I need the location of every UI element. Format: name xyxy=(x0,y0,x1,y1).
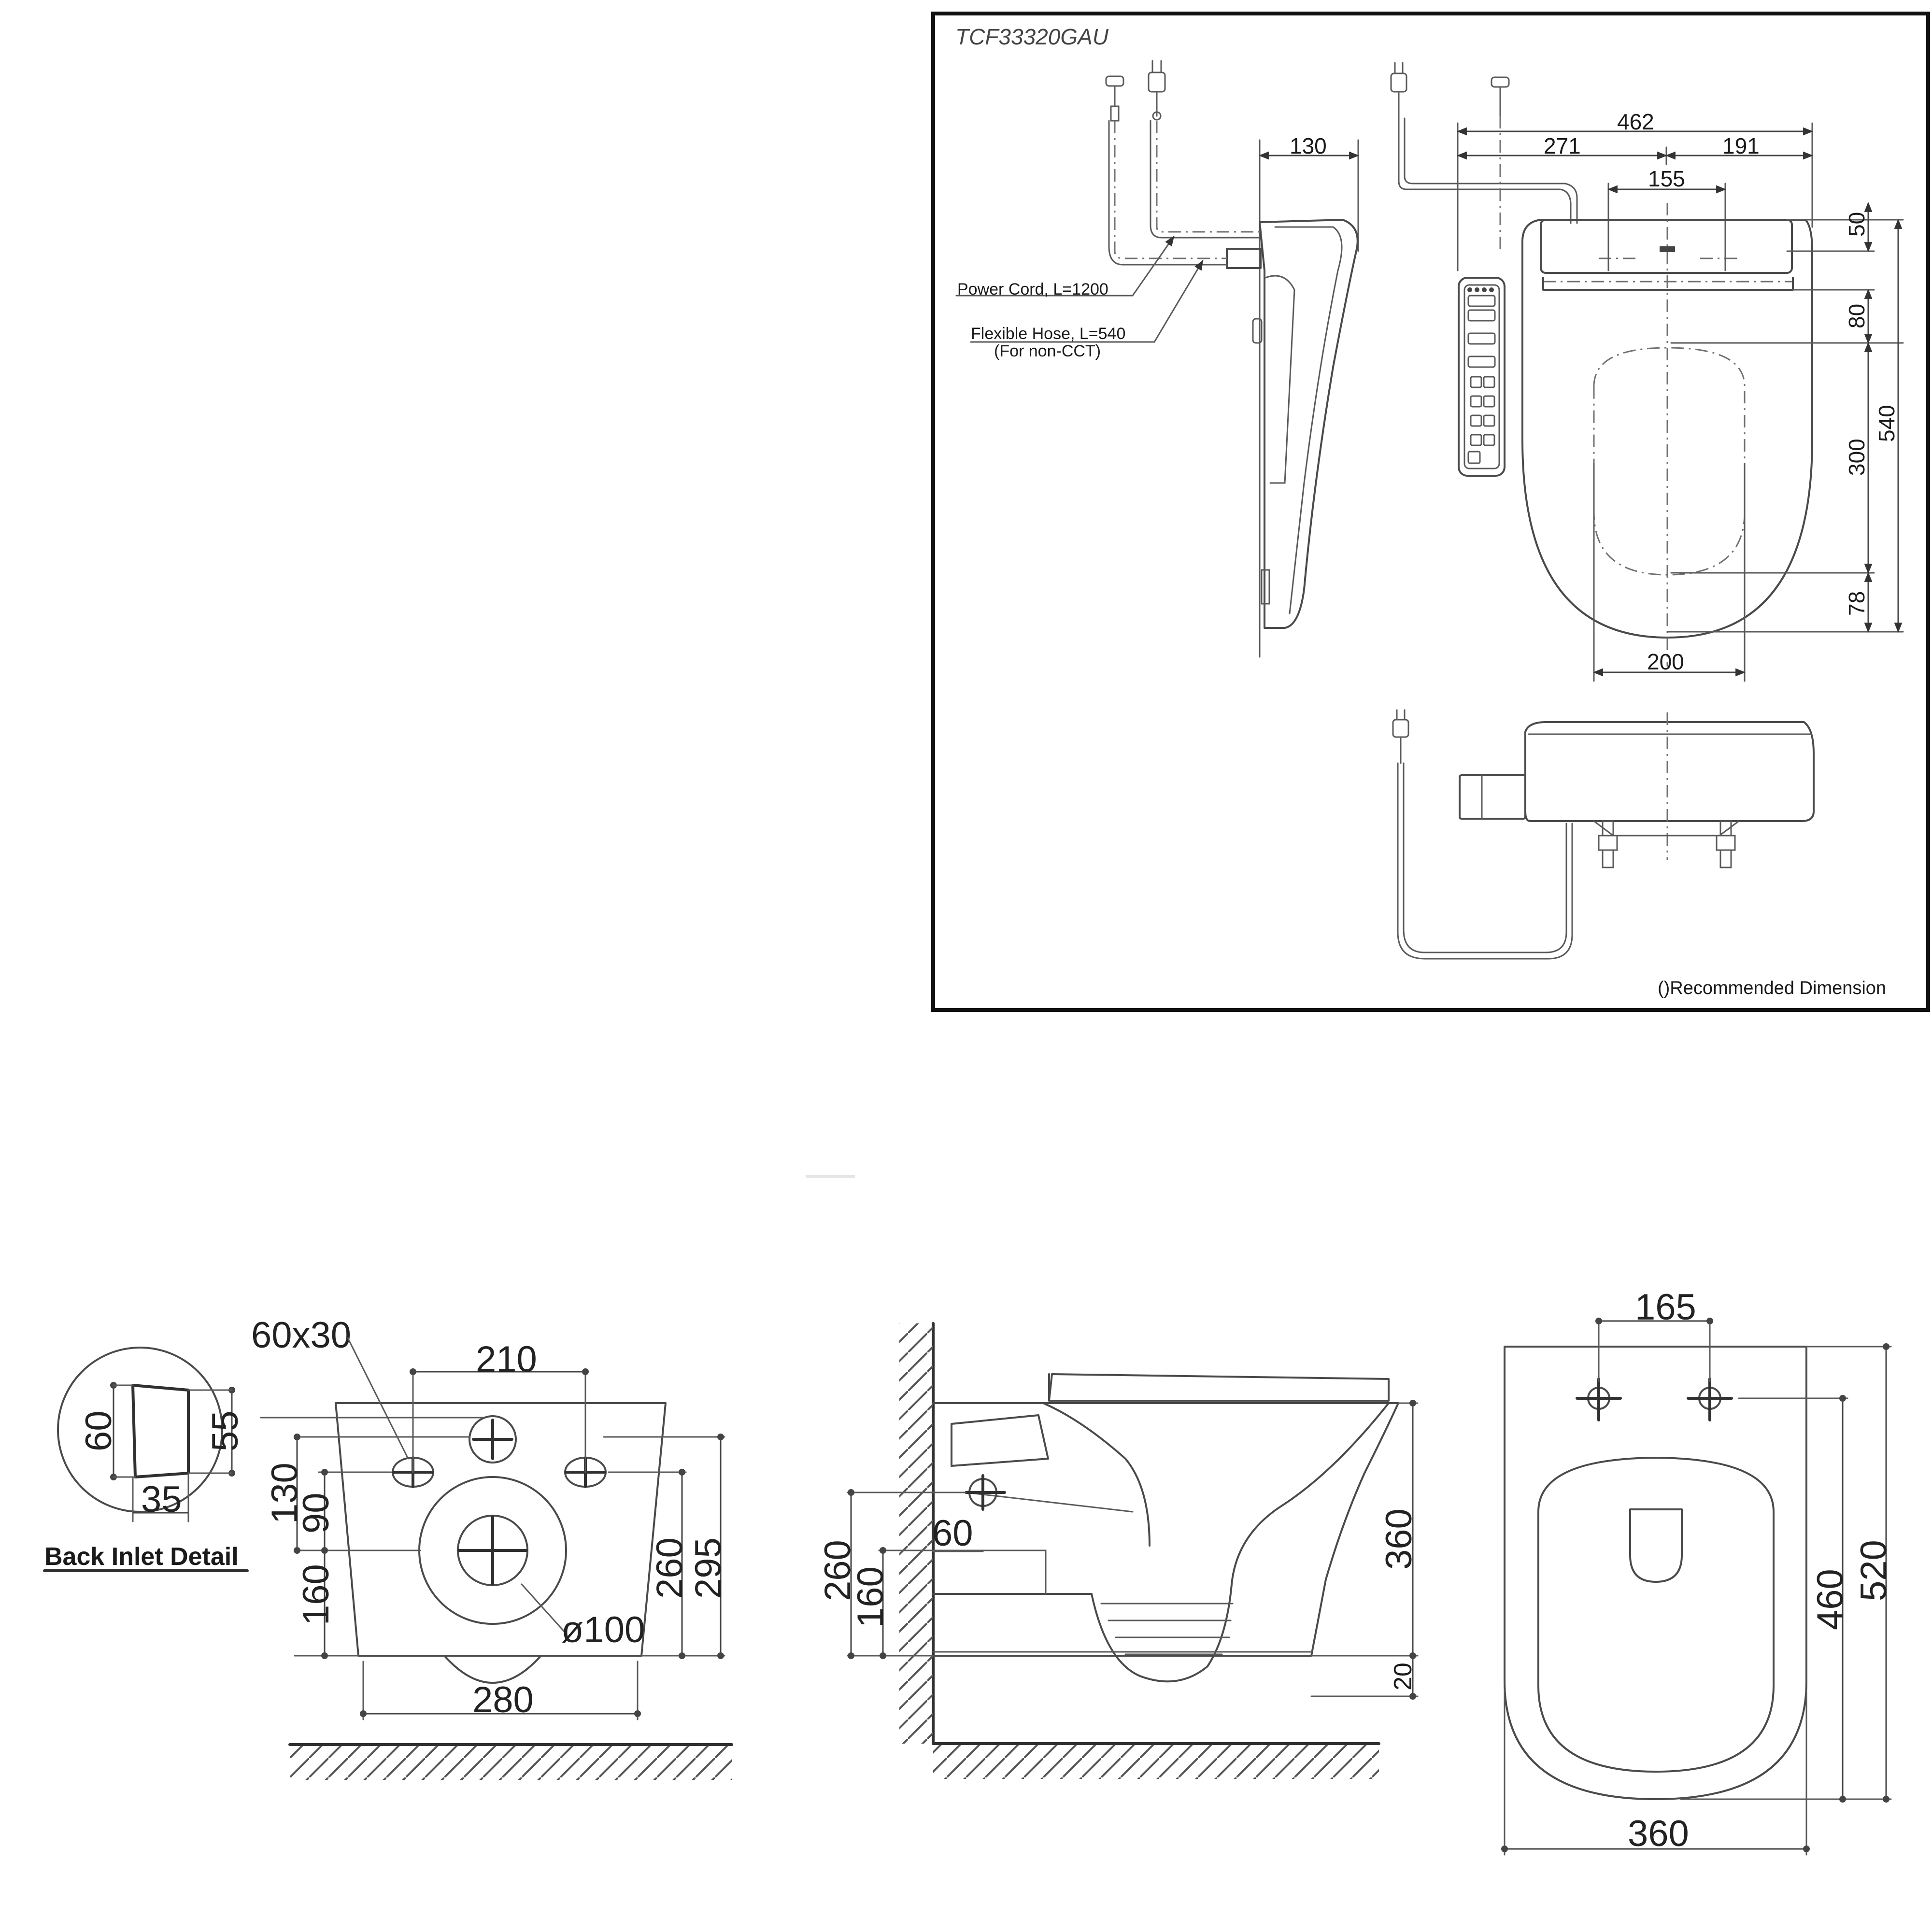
side-dim-360: 360 xyxy=(1378,1508,1420,1570)
seat-lid-hinge xyxy=(1540,219,1793,274)
brand-logo xyxy=(1660,246,1675,252)
dim-271: 271 xyxy=(1544,133,1581,158)
inlet-dim-55: 55 xyxy=(205,1410,246,1451)
dim-155: 155 xyxy=(1648,166,1685,191)
top-dim-360: 360 xyxy=(1628,1813,1689,1854)
back-inlet-detail: 60 55 35 Back Inlet Detail xyxy=(43,1347,249,1572)
nozzle-fitting-left xyxy=(1598,820,1618,868)
side-water-inlet xyxy=(965,1474,1006,1511)
inlet-profile xyxy=(131,1384,190,1478)
top-dim-520: 520 xyxy=(1853,1540,1894,1601)
front-dim-130: 130 xyxy=(264,1463,305,1524)
bowl-top-outline xyxy=(1504,1346,1807,1800)
dim-540: 540 xyxy=(1874,405,1899,442)
front-dim-160: 160 xyxy=(296,1564,337,1625)
wall-hatch xyxy=(899,1323,933,1744)
seat-front-body xyxy=(1524,721,1815,822)
top-bolt-right xyxy=(1687,1378,1733,1421)
bowl-side-view: 260 160 60 360 20 xyxy=(817,1322,1420,1779)
dim-462: 462 xyxy=(1617,109,1654,134)
panel-frame xyxy=(931,12,1930,1012)
dim-50: 50 xyxy=(1844,212,1869,237)
bowl-top-view: 165 460 520 360 xyxy=(1501,1287,1894,1856)
dim-200: 200 xyxy=(1647,649,1684,674)
side-tank-cap xyxy=(951,1414,1049,1467)
seat-side-body xyxy=(1259,219,1359,629)
front-dim-210: 210 xyxy=(476,1339,537,1380)
remote-control xyxy=(1458,277,1506,477)
seat-top-view: 462 271 191 155 xyxy=(1390,62,1904,682)
model-number: TCF33320GAU xyxy=(955,24,1109,49)
front-dim-90: 90 xyxy=(296,1492,337,1534)
top-bolt-left xyxy=(1576,1378,1622,1421)
water-inlet xyxy=(469,1415,517,1463)
flexible-hose-label: Flexible Hose, L=540 xyxy=(971,325,1125,343)
side-dim-20: 20 xyxy=(1389,1662,1417,1690)
dim-191: 191 xyxy=(1722,133,1760,158)
bowl-front-view: 210 60x30 130 90 160 260 295 ø100 xyxy=(251,1315,733,1780)
side-floor-hatch xyxy=(933,1745,1379,1779)
dim-78: 78 xyxy=(1844,591,1869,616)
front-dim-d100: ø100 xyxy=(561,1609,645,1650)
recommended-dimension-note: ()Recommended Dimension xyxy=(1658,978,1886,998)
front-connector xyxy=(1459,774,1526,820)
dim-130-side: 130 xyxy=(1290,133,1327,158)
dim-300: 300 xyxy=(1844,439,1869,476)
detail-circle xyxy=(57,1347,223,1513)
flexible-hose-note: (For non-CCT) xyxy=(994,342,1101,360)
side-dim-260: 260 xyxy=(817,1540,858,1601)
power-cord-label: Power Cord, L=1200 xyxy=(957,280,1108,298)
top-dim-165: 165 xyxy=(1635,1287,1696,1328)
inlet-dim-60: 60 xyxy=(78,1410,119,1451)
water-valve-top-icon xyxy=(1491,76,1510,117)
side-bowl-body xyxy=(932,1402,1399,1657)
front-dim-60x30: 60x30 xyxy=(251,1315,351,1356)
side-trapway xyxy=(1042,1402,1151,1547)
nozzle-fitting-right xyxy=(1716,820,1736,868)
seat-outline xyxy=(1521,219,1813,639)
bowl-top-outlet xyxy=(1629,1508,1683,1583)
front-dim-260: 260 xyxy=(649,1537,690,1599)
bowl-bottom-curve xyxy=(443,1655,542,1684)
top-dim-460: 460 xyxy=(1810,1569,1851,1630)
side-dim-60: 60 xyxy=(932,1513,973,1554)
seat-front-view xyxy=(1392,709,1815,960)
inlet-dim-35: 35 xyxy=(141,1479,182,1520)
dim-80: 80 xyxy=(1844,304,1869,328)
bowl-top-rim xyxy=(1537,1457,1775,1773)
front-dim-280: 280 xyxy=(472,1679,534,1720)
seat-side-view: 130 xyxy=(955,60,1360,658)
back-inlet-detail-title: Back Inlet Detail xyxy=(44,1543,239,1571)
power-plug-front-icon xyxy=(1392,709,1409,764)
seat-drawing-panel: TCF33320GAU 130 xyxy=(931,12,1930,1012)
power-plug-icon xyxy=(1148,60,1166,121)
front-dim-295: 295 xyxy=(688,1537,729,1599)
power-plug-top-icon xyxy=(1390,62,1407,119)
floor-hatch xyxy=(290,1746,732,1780)
side-seat-lid xyxy=(1048,1373,1390,1402)
side-dim-160: 160 xyxy=(850,1566,891,1628)
